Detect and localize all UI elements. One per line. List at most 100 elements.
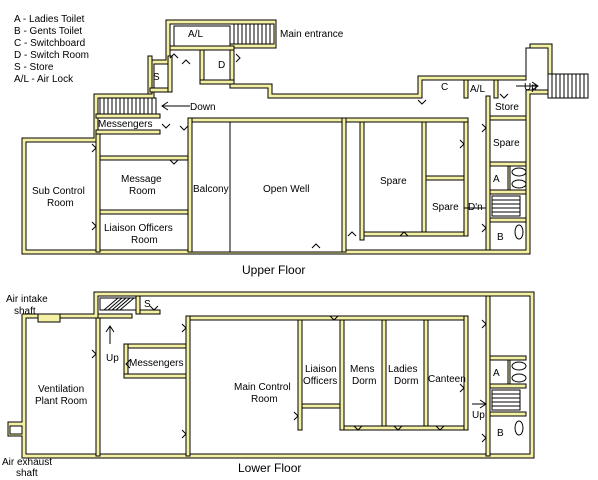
spare-big-label: Spare	[380, 176, 407, 187]
wall	[135, 295, 141, 315]
up-left-label: Up	[106, 353, 119, 364]
ventilation-label: Ventilation	[38, 384, 84, 395]
right-up-stair	[547, 73, 589, 99]
liaison-room-label-2: Room	[131, 235, 158, 246]
air-intake-shaft	[37, 313, 61, 323]
message-room-label: Message	[121, 174, 162, 185]
wall	[95, 129, 161, 135]
lower-right-stair	[491, 389, 521, 411]
wall	[489, 217, 527, 223]
legend-item: C - Switchboard	[14, 38, 85, 49]
open-well-area	[229, 121, 343, 253]
air-exhaust-label: Air exhaust	[2, 457, 52, 468]
wall	[301, 403, 343, 409]
lower-ladies-toilet-label: A	[493, 368, 500, 379]
wall	[95, 113, 161, 119]
air-intake-label-2: shaft	[14, 306, 36, 317]
main-entrance-label: Main entrance	[280, 29, 344, 40]
wall	[489, 189, 527, 195]
wall	[463, 121, 469, 237]
main-entrance-stair	[233, 23, 275, 45]
wall	[507, 359, 511, 385]
toilet-icon	[514, 420, 524, 436]
store-right-label: Store	[495, 102, 519, 113]
wall	[189, 315, 467, 321]
air-intake-label: Air intake	[6, 294, 48, 305]
lower-gents-toilet-label: B	[497, 428, 504, 439]
spare-small-label: Spare	[432, 202, 459, 213]
wall	[95, 317, 101, 457]
wall	[507, 165, 511, 191]
wall	[167, 55, 173, 93]
down-arrow-icon	[161, 101, 190, 111]
up-arrow-icon	[105, 325, 115, 344]
wall	[97, 313, 133, 319]
wall	[123, 343, 189, 349]
up-right-label: Up	[472, 410, 485, 421]
wall	[123, 343, 129, 379]
ventilation-label-2: Plant Room	[35, 396, 87, 407]
wall	[99, 155, 191, 161]
wall	[99, 209, 191, 215]
toilet-icon	[511, 179, 527, 189]
switchboard-label: C	[441, 82, 448, 93]
balcony-label: Balcony	[193, 184, 229, 195]
toilet-icon	[511, 373, 527, 383]
up-arrow-icon	[516, 81, 539, 91]
down-label: Down	[190, 102, 216, 113]
legend-item: S - Store	[14, 62, 54, 73]
wall	[425, 175, 469, 181]
switch-room-label: D	[218, 60, 225, 71]
legend-item: B - Gents Toilet	[14, 26, 82, 37]
canteen-label: Canteen	[428, 374, 466, 385]
store-label: S	[153, 72, 160, 83]
wall	[489, 411, 527, 417]
wall	[345, 117, 469, 123]
legend-item: A/L - Air Lock	[14, 74, 74, 85]
air-exhaust-label-2: shaft	[16, 468, 38, 479]
wall	[363, 231, 469, 237]
main-control-label: Main Control	[234, 382, 291, 393]
wall	[359, 121, 365, 241]
ladies-dorm-label-2: Dorm	[394, 376, 418, 387]
ladies-toilet-label: A	[493, 174, 500, 185]
wall	[489, 355, 527, 361]
gents-toilet-label: B	[497, 232, 504, 243]
wall	[199, 49, 205, 85]
wall	[485, 295, 491, 457]
wall	[199, 79, 235, 85]
wall	[421, 121, 427, 233]
liaison-room-label: Liaison Officers	[104, 223, 173, 234]
wall	[123, 373, 189, 379]
upper-floor: A/L Main entrance D S Down Messengers C …	[21, 19, 589, 277]
dn-label: D'n	[468, 202, 483, 213]
message-room-label-2: Room	[129, 186, 156, 197]
toilet-icon	[511, 167, 527, 177]
air-exhaust-shaft	[9, 425, 23, 435]
legend-item: D - Switch Room	[14, 50, 89, 61]
lower-left-stair	[99, 297, 137, 311]
wall	[381, 319, 387, 427]
toilet-icon	[511, 361, 527, 371]
wall	[489, 115, 527, 121]
up-label: Up	[524, 82, 537, 93]
down-stair	[99, 97, 157, 115]
wall	[339, 319, 345, 431]
wall	[463, 315, 469, 431]
airlock-right-label: A/L	[470, 84, 485, 95]
door-icon	[91, 53, 509, 249]
sub-control-label: Sub Control	[32, 186, 85, 197]
lower-floor-caption: Lower Floor	[238, 461, 301, 475]
wall	[489, 383, 527, 389]
liaison-label: Liaison	[305, 364, 337, 375]
up-arrow-icon	[472, 399, 487, 409]
main-control-label-2: Room	[251, 394, 278, 405]
wall	[187, 117, 193, 253]
wall	[139, 309, 161, 315]
wall	[169, 45, 235, 51]
door-icon	[91, 305, 487, 443]
open-well-label: Open Well	[263, 184, 310, 195]
liaison-label-2: Officers	[303, 376, 337, 387]
wall	[423, 319, 429, 427]
lower-floor: Air intake shaft Air exhaust shaft S Up …	[2, 291, 535, 479]
